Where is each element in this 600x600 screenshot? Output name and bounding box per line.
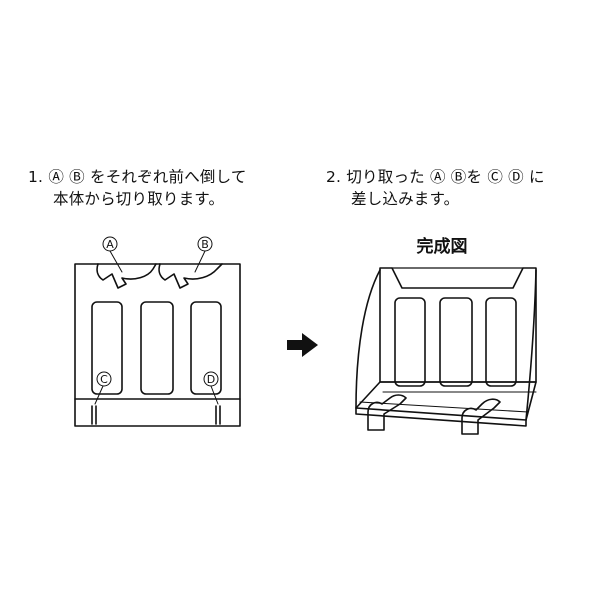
label-b-leader <box>194 250 206 273</box>
step-1-instruction: 1. Ⓐ Ⓑ をそれぞれ前へ倒して 本体から切り取ります。 <box>28 166 247 210</box>
stand-tab-a <box>367 394 407 431</box>
assembled-stand-drawing <box>355 267 537 435</box>
label-a-leader <box>109 250 123 273</box>
step-1-number: 1. <box>28 168 44 186</box>
label-b-circle <box>197 236 213 252</box>
stand-back-panel <box>379 267 537 383</box>
step-1-line-1: Ⓐ Ⓑ をそれぞれ前へ倒して <box>48 168 247 186</box>
step-1-line-2: 本体から切り取ります。 <box>53 190 225 208</box>
tab-a-cutout <box>96 263 157 289</box>
flat-sheet-drawing: A B C D <box>74 236 241 427</box>
flat-slot-middle <box>140 301 174 395</box>
label-a-circle <box>102 236 118 252</box>
step-2-line-2: 差し込みます。 <box>351 190 460 208</box>
label-d-leader <box>210 385 219 405</box>
flat-sheet-outline <box>74 263 241 427</box>
flat-slot-right <box>190 301 222 395</box>
label-a-text: A <box>106 238 114 251</box>
complete-diagram-title: 完成図 <box>416 237 468 257</box>
label-d-text: D <box>207 373 215 386</box>
stand-base-top <box>355 381 537 421</box>
step-2-line-1: 切り取った Ⓐ Ⓑを Ⓒ Ⓓ に <box>346 168 545 186</box>
stand-tab-b <box>461 398 501 435</box>
stand-slot-left <box>394 297 426 387</box>
stand-slot-right <box>485 297 517 387</box>
stand-base-front <box>355 407 527 427</box>
stand-left-side <box>355 269 381 409</box>
stand-base-inner-line <box>359 401 529 413</box>
label-d-circle <box>203 371 219 387</box>
stand-right-side <box>525 269 537 421</box>
tab-b-cutout <box>158 263 223 289</box>
label-c-text: C <box>100 373 108 386</box>
label-b-text: B <box>201 238 209 251</box>
label-c-leader <box>94 385 104 405</box>
flat-slot-left <box>91 301 123 395</box>
label-c-circle <box>96 371 112 387</box>
step-2-number: 2. <box>326 168 342 186</box>
step-2-instruction: 2. 切り取った Ⓐ Ⓑを Ⓒ Ⓓ に 差し込みます。 <box>326 166 545 210</box>
right-arrow-icon <box>287 333 318 357</box>
stand-slot-middle <box>439 297 473 387</box>
